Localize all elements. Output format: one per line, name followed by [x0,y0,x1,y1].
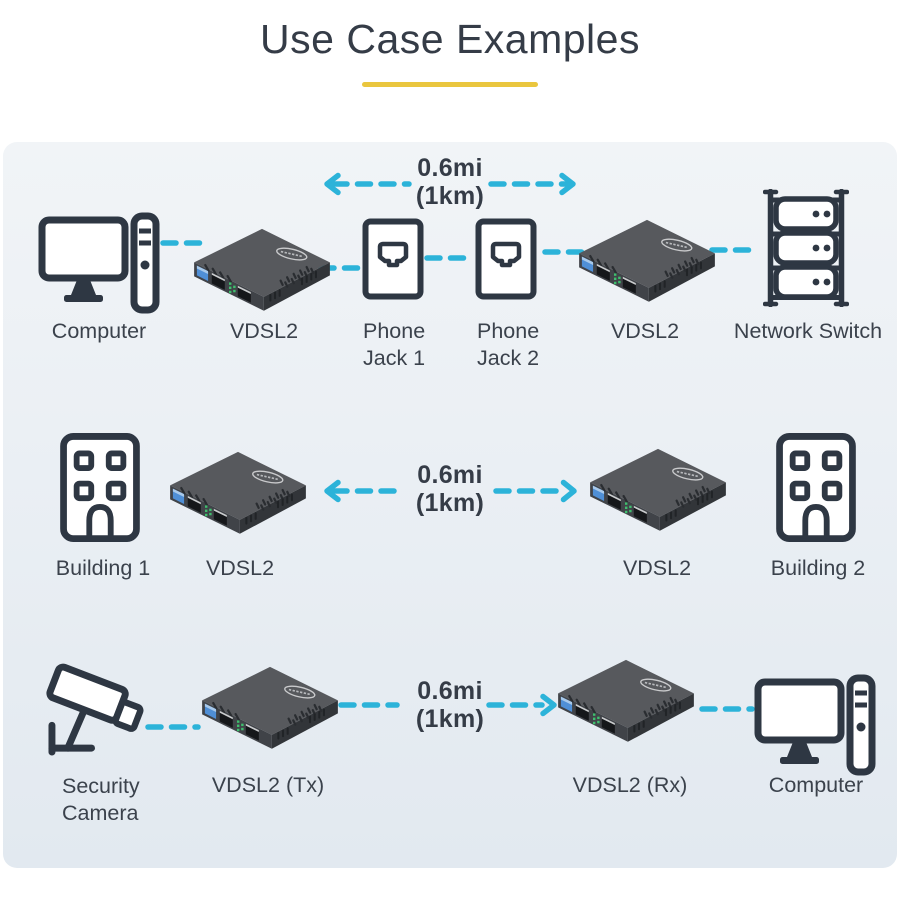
node-label: Security Camera [62,774,140,825]
node-label: VDSL2 [610,319,680,343]
node-label: Phone Jack 2 [477,319,540,370]
distance-label: 0.6mi (1km) [415,154,485,211]
distance-label: 0.6mi (1km) [415,461,485,518]
node-label: Building 1 [55,556,151,580]
computer-icon [38,212,160,314]
node-label: VDSL2 (Rx) [572,773,688,797]
node-label: Computer [51,319,147,343]
vdsl2-device-icon [588,448,728,541]
vdsl2-device-icon [200,666,340,759]
computer-icon [754,674,876,776]
node-label: Building 2 [770,556,866,580]
node-label: Computer [768,773,864,797]
building-icon [776,433,856,542]
node-label: VDSL2 [229,319,299,343]
phone-jack-icon [362,218,424,300]
node-label: VDSL2 [622,556,692,580]
vdsl2-device-icon [556,659,696,752]
node-label: Phone Jack 1 [363,319,426,370]
vdsl2-device-icon [577,219,717,312]
distance-label: 0.6mi (1km) [415,677,485,734]
building-icon [60,433,140,542]
phone-jack-icon [475,218,537,300]
network-switch-icon [763,189,849,307]
title-underline [362,82,538,87]
node-label: VDSL2 (Tx) [211,773,325,797]
page-title: Use Case Examples [260,16,640,62]
node-label: VDSL2 [205,556,275,580]
node-label: Network Switch [733,319,883,343]
vdsl2-device-icon [168,451,308,544]
security-camera-icon [40,660,154,759]
vdsl2-device-icon [192,228,332,321]
